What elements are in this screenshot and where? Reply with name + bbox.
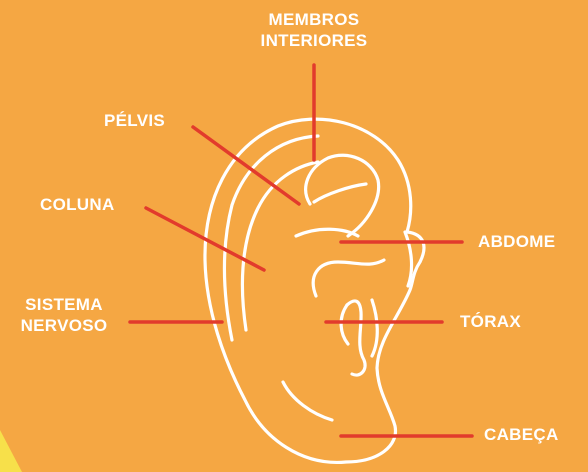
label-membros-interiores: MEMBROS INTERIORES: [238, 9, 390, 51]
label-sistema-line1: SISTEMA: [10, 294, 118, 315]
label-coluna: COLUNA: [40, 194, 115, 215]
label-membros-line1: MEMBROS: [238, 9, 390, 30]
label-torax: TÓRAX: [460, 311, 521, 332]
label-cabeca: CABEÇA: [484, 424, 559, 445]
label-sistema-nervoso: SISTEMA NERVOSO: [10, 294, 118, 336]
label-sistema-line2: NERVOSO: [10, 315, 118, 336]
label-membros-line2: INTERIORES: [238, 30, 390, 51]
label-abdome: ABDOME: [478, 231, 555, 252]
label-pelvis: PÉLVIS: [104, 110, 165, 131]
